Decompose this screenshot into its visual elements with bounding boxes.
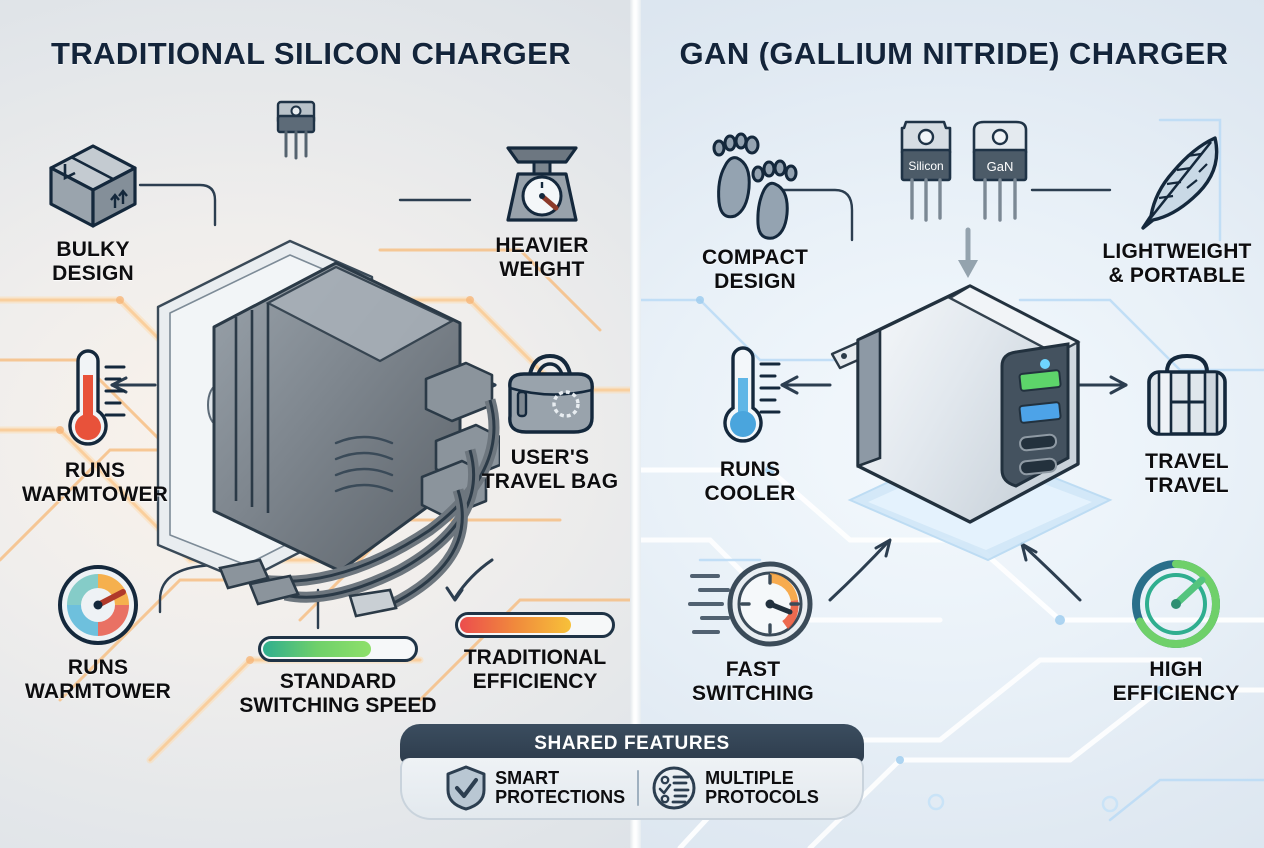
feature-label: HIGH EFFICIENCY [1112, 658, 1240, 705]
transistor-icon: GaN [972, 120, 1028, 222]
bar-label: TRADITIONAL EFFICIENCY [463, 646, 607, 693]
shared-features-separator [637, 770, 640, 806]
shared-feature-multiple-protocols[interactable]: MULTIPLE PROTOCOLS [639, 765, 831, 811]
led-indicator [1040, 359, 1050, 369]
shared-features-banner: SHARED FEATURES SMART PROTECTIONS [400, 724, 864, 820]
feature-heavier-weight: HEAVIER WEIGHT [462, 132, 622, 281]
shared-feature-label: SMART PROTECTIONS [495, 767, 626, 807]
feather-icon [1141, 136, 1219, 230]
arrow-down-icon [958, 260, 978, 278]
transistor-label-silicon: Silicon [908, 159, 943, 173]
progress-bar-warm [455, 612, 615, 638]
feature-bulky-design: BULKY DESIGN [18, 140, 168, 285]
feature-compact-design: COMPACT DESIGN [670, 128, 840, 293]
feature-runs-warm-gauge: RUNS WARMTOWER [8, 560, 188, 703]
checklist-icon [652, 766, 696, 810]
charger-cables [218, 398, 500, 618]
transistor-label-gan: GaN [987, 159, 1014, 174]
bar-standard-switching-speed: STANDARD SWITCHING SPEED [238, 636, 438, 717]
bar-label: STANDARD SWITCHING SPEED [239, 670, 437, 717]
efficiency-dial-icon [1132, 560, 1220, 648]
feature-travel-bag: USER'S TRAVEL BAG [470, 348, 630, 493]
thermometer-hot-icon [68, 349, 126, 446]
shield-check-icon [446, 765, 486, 811]
transistor-icon [276, 100, 316, 160]
footprints-icon [712, 132, 798, 240]
thermometer-cold-icon [723, 346, 781, 443]
transistor-comparison: Silicon GaN [888, 110, 1058, 295]
shared-feature-smart-protections[interactable]: SMART PROTECTIONS [433, 764, 637, 812]
shared-feature-label: MULTIPLE PROTOCOLS [705, 767, 819, 807]
feature-fast-switching: FAST SWITCHING [658, 556, 848, 705]
panel-traditional-silicon: TRADITIONAL SILICON CHARGER [0, 0, 632, 848]
feature-label: TRAVEL TRAVEL [1145, 450, 1229, 497]
feature-label: LIGHTWEIGHT & PORTABLE [1102, 240, 1252, 287]
box-icon [49, 144, 137, 228]
travel-bag-icon [508, 353, 594, 434]
panel-title-right: GAN (GALLIUM NITRIDE) CHARGER [679, 36, 1229, 71]
feature-label: BULKY DESIGN [52, 238, 134, 285]
panel-divider [630, 0, 641, 848]
feature-runs-cooler: RUNS COOLER [670, 344, 830, 505]
silicon-charger-in-wall-outlet [156, 239, 500, 583]
feature-label: RUNS WARMTOWER [21, 459, 169, 506]
feature-travel: TRAVEL TRAVEL [1110, 344, 1264, 497]
feature-label: RUNS COOLER [704, 458, 796, 505]
bar-traditional-efficiency: TRADITIONAL EFFICIENCY [440, 612, 630, 693]
feature-label: COMPACT DESIGN [701, 246, 808, 293]
shared-features-title: SHARED FEATURES [400, 724, 864, 764]
gauge-warm-icon [58, 565, 138, 645]
shared-features-list: SMART PROTECTIONS MULTIPLE PROTOCOLS [400, 758, 864, 820]
feature-label: FAST SWITCHING [692, 658, 814, 705]
feature-runs-warm-thermometer: RUNS WARMTOWER [10, 345, 180, 506]
transistor-icon: Silicon [900, 120, 952, 222]
gan-charger-on-circuit-pad [830, 284, 1113, 562]
feature-label: HEAVIER WEIGHT [495, 234, 589, 281]
stopwatch-icon [688, 561, 813, 647]
feature-label: USER'S TRAVEL BAG [481, 446, 619, 493]
panel-title-left: TRADITIONAL SILICON CHARGER [51, 36, 571, 71]
panel-gan-charger: GAN (GALLIUM NITRIDE) CHARGER Silicon [640, 0, 1264, 848]
feature-lightweight-portable: LIGHTWEIGHT & PORTABLE [1090, 128, 1264, 287]
scale-icon [506, 146, 578, 222]
suitcase-icon [1147, 353, 1227, 436]
feature-label: RUNS WARMTOWER [24, 656, 172, 703]
progress-bar-green [258, 636, 418, 662]
feature-high-efficiency: HIGH EFFICIENCY [1088, 556, 1264, 705]
